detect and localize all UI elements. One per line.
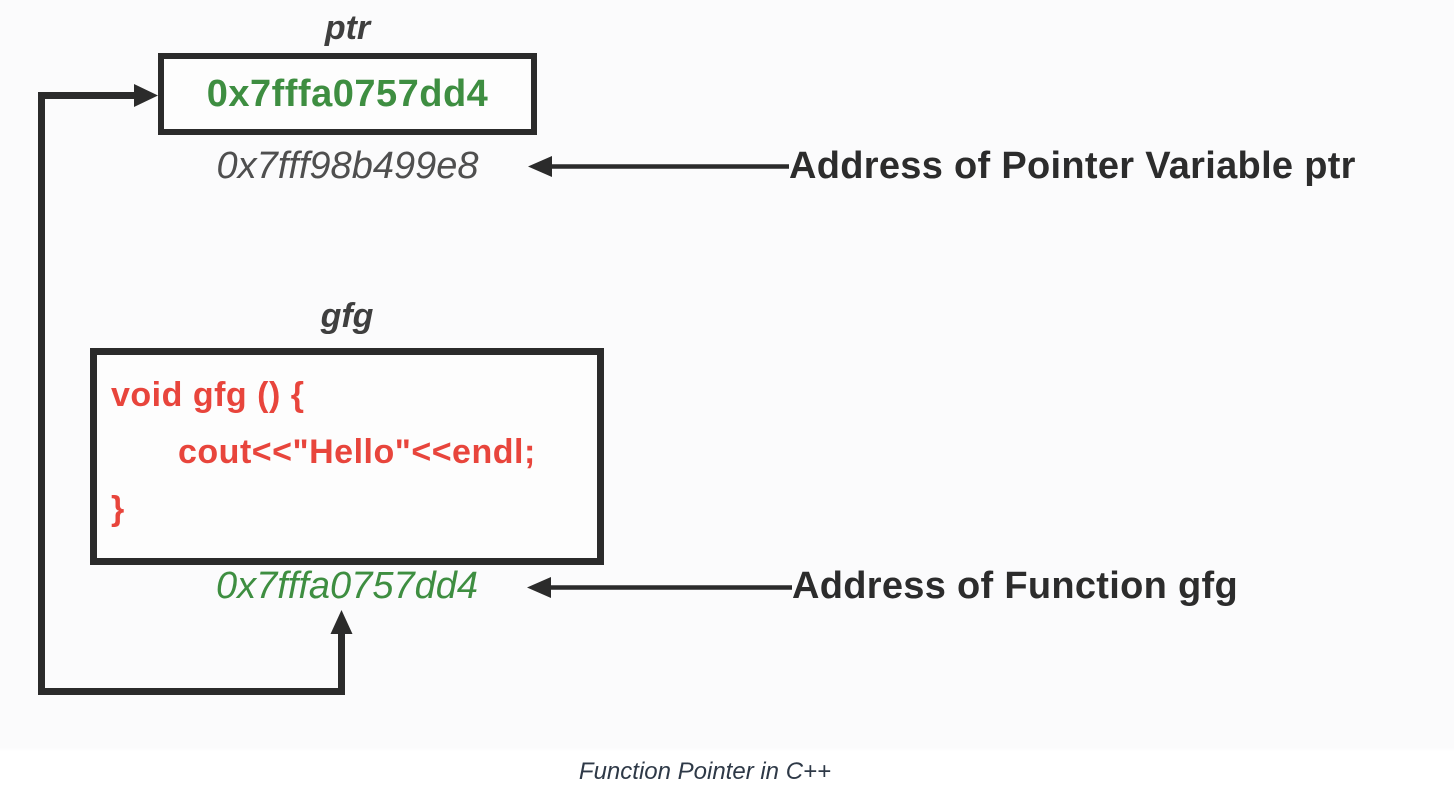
- function-address-annotation: Address of Function gfg: [792, 565, 1238, 607]
- pointer-value: 0x7fffa0757dd4: [206, 72, 489, 115]
- function-address: 0x7fffa0757dd4: [215, 565, 478, 607]
- pointer-variable-box: 0x7fffa0757dd4: [158, 53, 537, 135]
- loop-arrowhead-into-ptr-box-icon: [134, 84, 158, 107]
- pointer-variable-address: 0x7fff98b499e8: [216, 145, 479, 187]
- code-line-3: }: [111, 490, 125, 528]
- function-annotation-arrowhead-icon: [527, 577, 551, 598]
- code-line-1: void gfg () {: [111, 376, 305, 414]
- pointer-annotation-arrowhead-icon: [528, 156, 552, 177]
- pointer-address-annotation: Address of Pointer Variable ptr: [789, 145, 1356, 187]
- loop-arrow-path: [38, 92, 345, 695]
- function-label: gfg: [320, 297, 374, 335]
- pointer-variable-label: ptr: [324, 9, 371, 47]
- function-code-box: void gfg () { cout<<"Hello"<<endl; }: [90, 348, 604, 565]
- diagram-caption: Function Pointer in C++: [578, 758, 832, 785]
- code-line-2: cout<<"Hello"<<endl;: [178, 433, 536, 471]
- loop-arrowhead-up-to-function-address-icon: [330, 610, 353, 634]
